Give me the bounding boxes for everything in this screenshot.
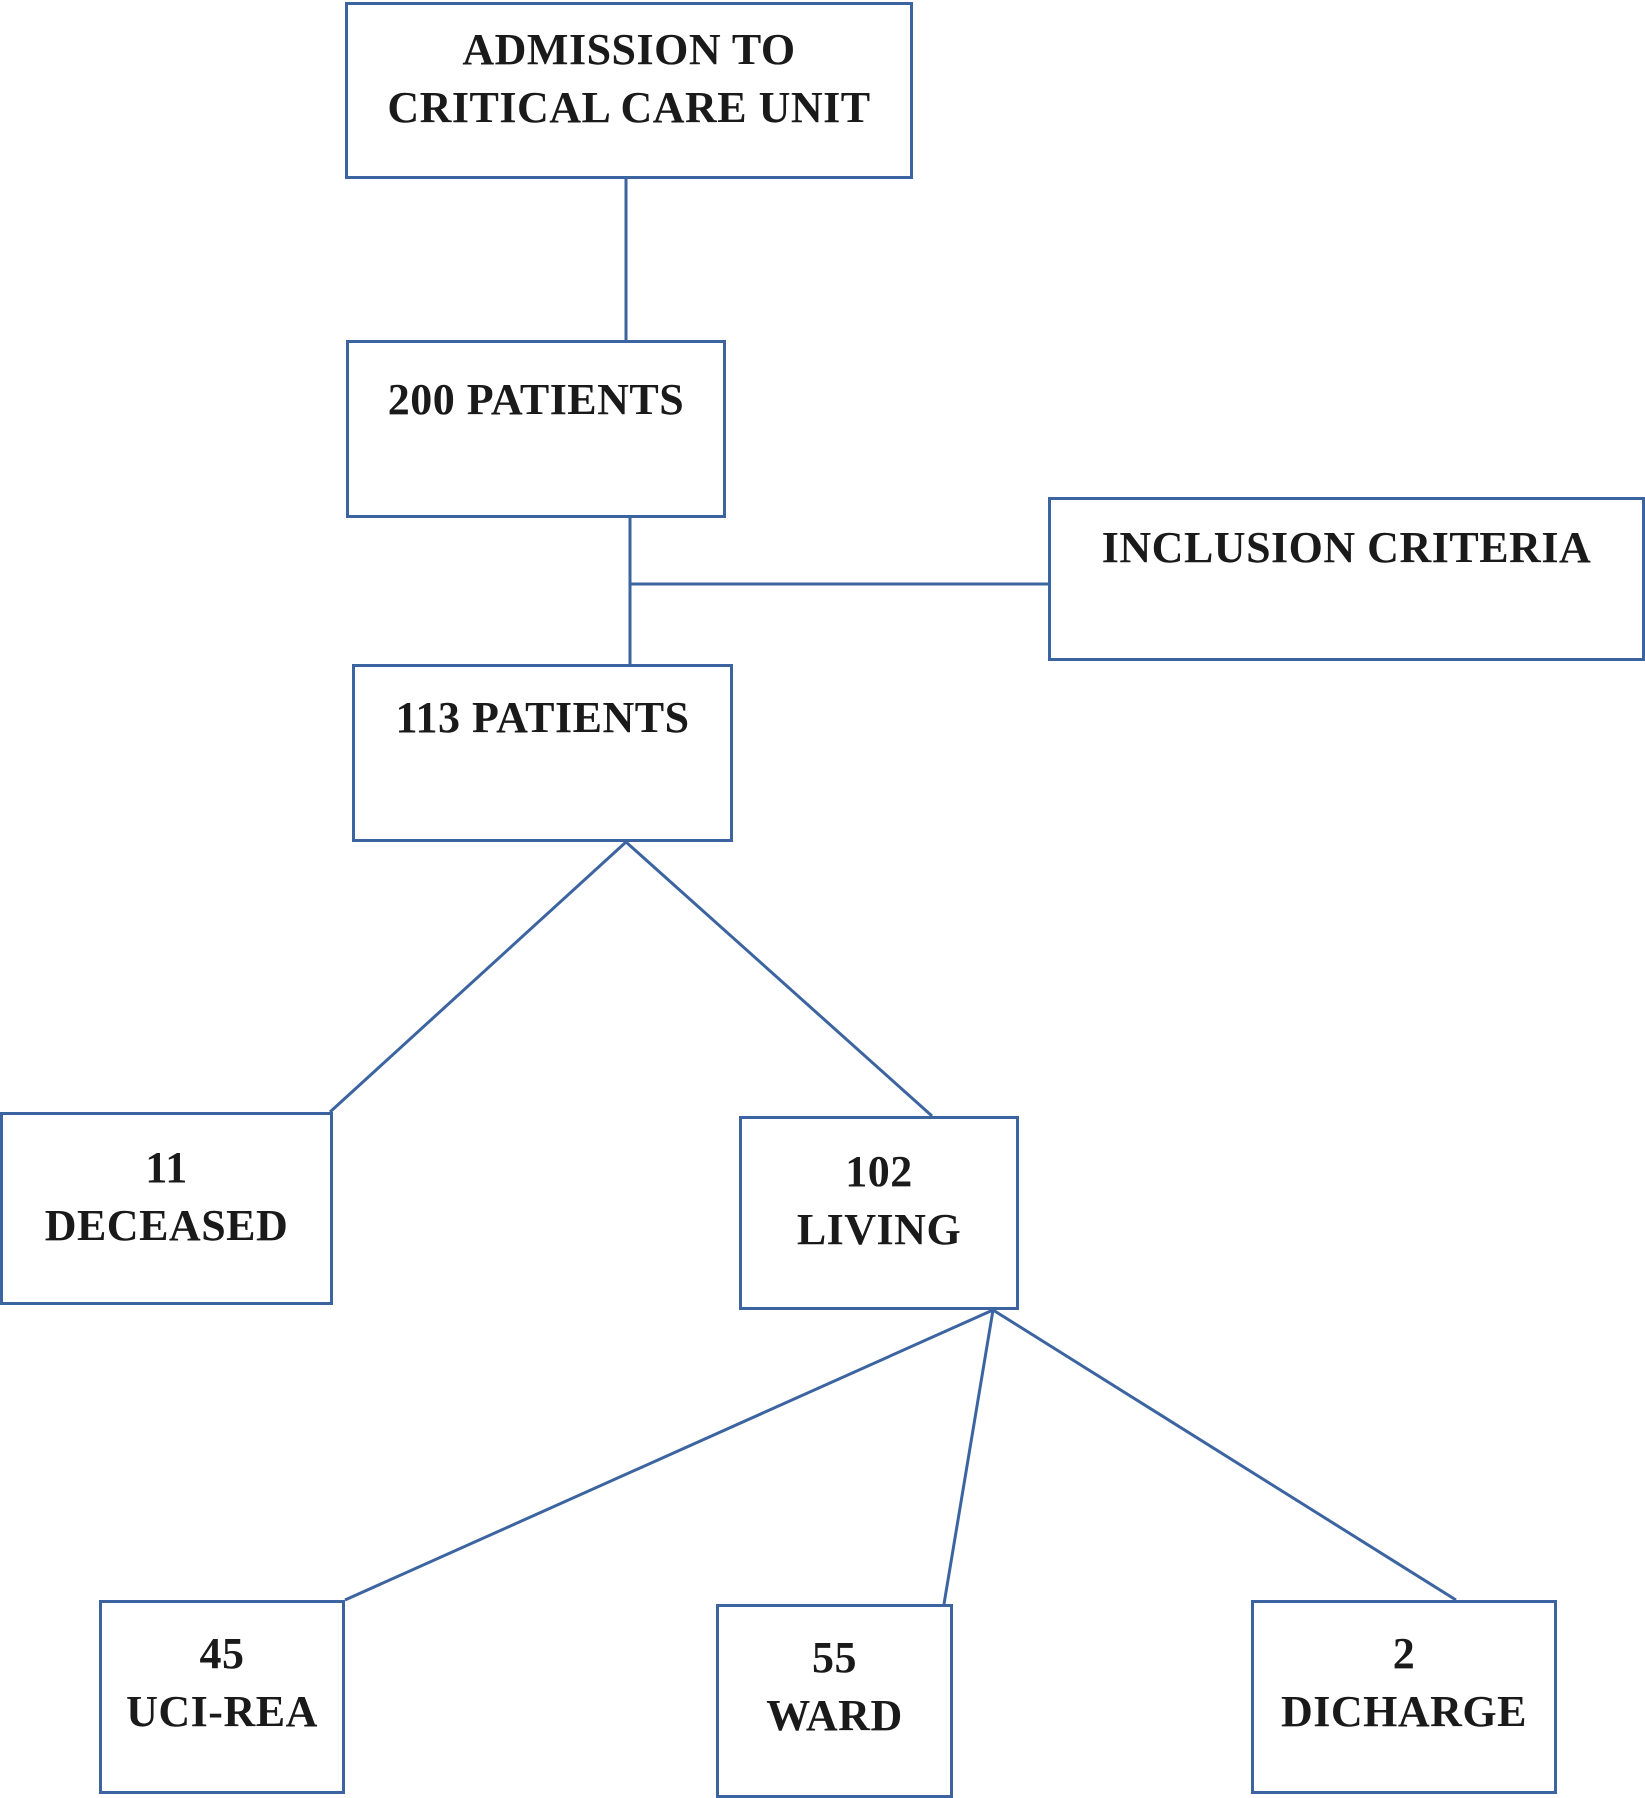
inclusion-criteria-box: INCLUSION CRITERIA (1048, 497, 1645, 661)
discharge-count: 2 (1392, 1629, 1416, 1678)
included-patients-box: 113 PATIENTS (352, 664, 733, 842)
connector-living-to-ward (942, 1309, 995, 1605)
inclusion-criteria-label: INCLUSION CRITERIA (1101, 523, 1592, 572)
discharge-label: DICHARGE (1280, 1687, 1528, 1736)
included-patients-label: 113 PATIENTS (395, 693, 690, 742)
screened-patients-label: 200 PATIENTS (387, 375, 685, 424)
uci-rea-label: UCI-REA (126, 1687, 318, 1736)
connector-113-to-deceased (328, 840, 628, 1114)
deceased-label: DECEASED (44, 1201, 289, 1250)
ward-count: 55 (812, 1633, 857, 1682)
screened-patients-box: 200 PATIENTS (346, 340, 726, 518)
ward-box: 55 WARD (716, 1604, 953, 1798)
deceased-box: 11 DECEASED (0, 1112, 333, 1305)
admission-box: ADMISSION TO CRITICAL CARE UNIT (345, 2, 913, 179)
connector-living-to-discharge (992, 1308, 1457, 1602)
connector-living-to-uci (344, 1308, 994, 1602)
connector-113-to-living (624, 840, 934, 1118)
deceased-count: 11 (145, 1143, 188, 1192)
living-label: LIVING (796, 1205, 962, 1254)
admission-line-2: CRITICAL CARE UNIT (387, 83, 871, 132)
living-box: 102 LIVING (739, 1116, 1019, 1310)
living-count: 102 (845, 1147, 913, 1196)
admission-line-1: ADMISSION TO (462, 25, 796, 74)
ward-label: WARD (766, 1691, 903, 1740)
uci-rea-count: 45 (199, 1629, 245, 1678)
uci-rea-box: 45 UCI-REA (99, 1600, 345, 1794)
discharge-box: 2 DICHARGE (1251, 1600, 1557, 1794)
